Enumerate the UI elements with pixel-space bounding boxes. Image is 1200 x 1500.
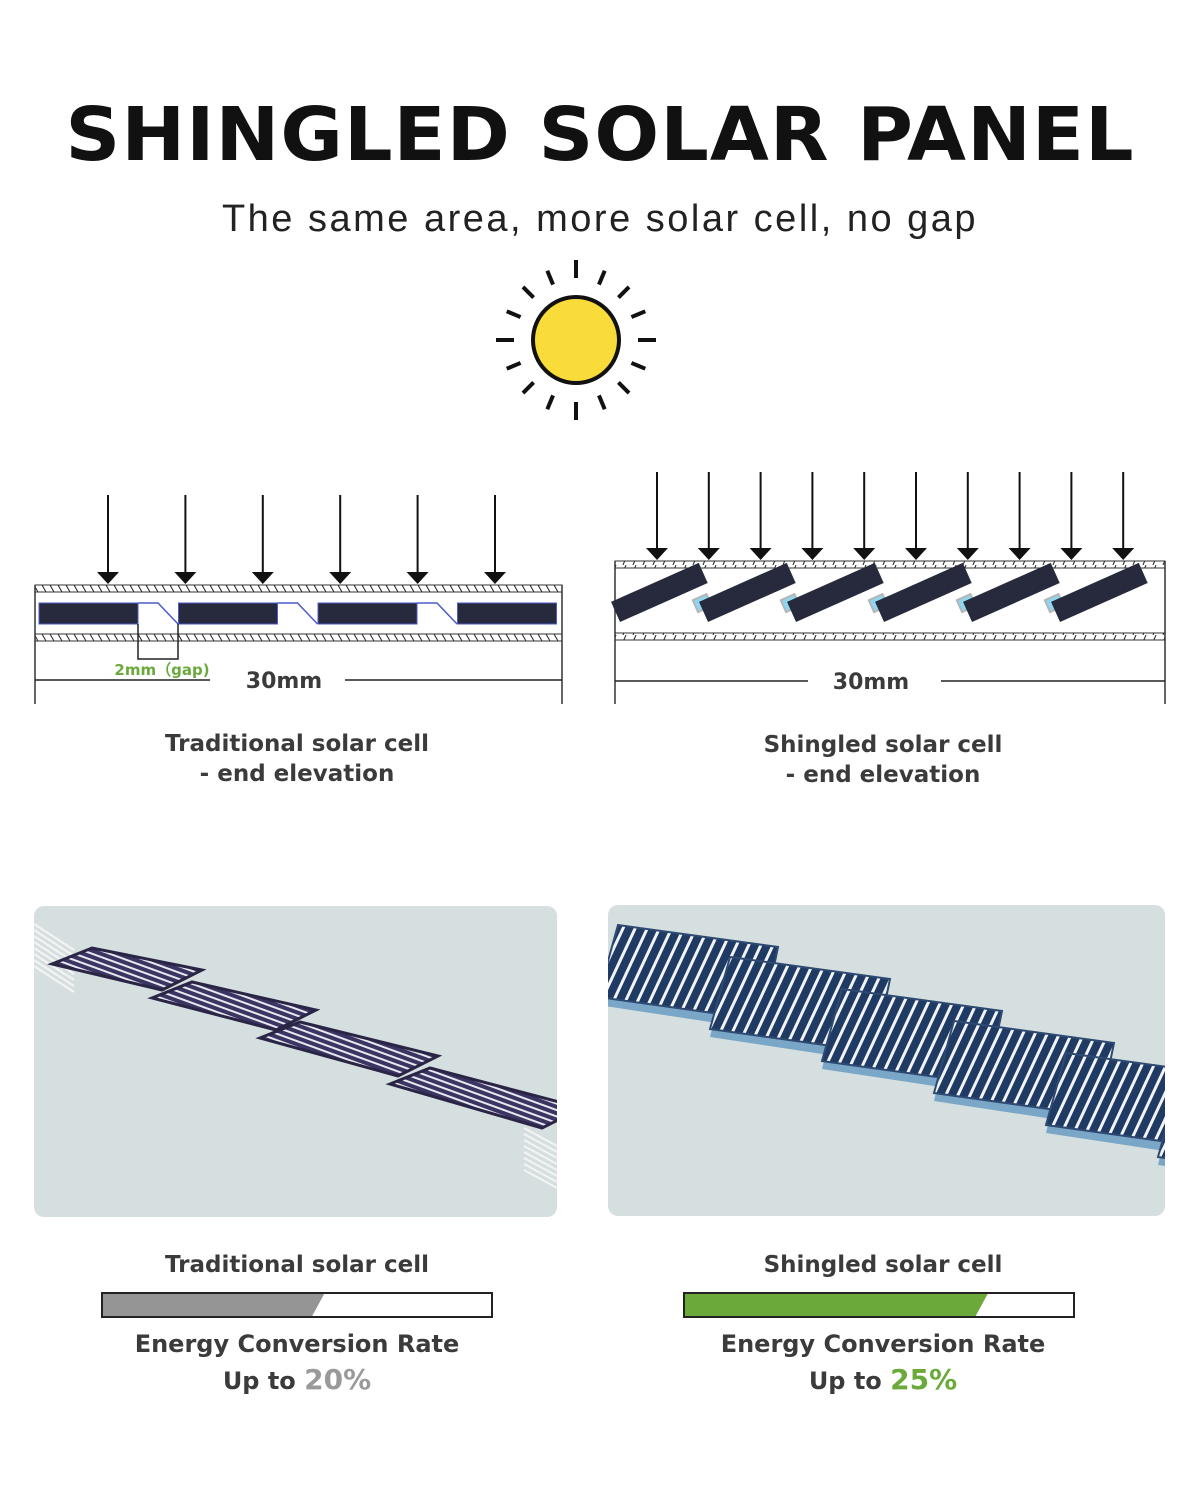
arrowhead-icon xyxy=(697,548,720,560)
shingled-rate: Energy Conversion Rate Up to 25% xyxy=(646,1326,1120,1399)
solar-cell xyxy=(178,602,278,625)
arrowhead-icon xyxy=(853,548,876,560)
ribbon-wire xyxy=(34,959,75,987)
glass-layer-bottom xyxy=(614,632,1166,641)
sun-ray xyxy=(521,285,535,299)
solar-cell xyxy=(317,602,418,625)
shingled-label: Shingled solar cell xyxy=(763,1252,1003,1278)
glass-layer-bottom xyxy=(34,633,563,642)
caption-line: Traditional solar cell xyxy=(164,731,430,757)
shingled-rate-fill xyxy=(685,1294,988,1316)
solar-cell xyxy=(611,562,708,622)
sun-ray xyxy=(597,269,607,286)
ribbon-wire xyxy=(523,1163,557,1183)
ribbon-wire xyxy=(34,953,75,981)
caption-line: - end elevation xyxy=(199,761,395,787)
arrowhead-icon xyxy=(905,548,927,560)
width-label: 30mm xyxy=(833,670,909,695)
ribbon-wire xyxy=(34,965,75,993)
ribbon-wire xyxy=(523,1151,557,1171)
solar-cell xyxy=(1051,562,1148,623)
rate-value: 25% xyxy=(890,1363,958,1396)
arrowhead-icon xyxy=(251,572,274,584)
shingled-cell-diagram: 30mm xyxy=(611,472,1166,704)
solar-cell xyxy=(457,602,557,625)
solar-cell xyxy=(963,562,1060,622)
solar-cell xyxy=(875,562,972,622)
rate-label: Energy Conversion Rate xyxy=(720,1330,1046,1358)
arrowhead-icon xyxy=(749,548,772,560)
traditional-rate: Energy Conversion Rate Up to 20% xyxy=(60,1326,534,1399)
traditional-cell-diagram: 2mm（gap) 30mm xyxy=(34,495,563,704)
page-subtitle: The same area, more solar cell, no gap xyxy=(221,198,979,240)
page-title: SHINGLED SOLAR PANEL xyxy=(65,92,1135,178)
gap-bracket xyxy=(137,624,179,660)
arrowhead-icon xyxy=(1008,548,1031,560)
sun-ray xyxy=(597,394,607,411)
traditional-cell-photo xyxy=(34,906,557,1217)
shingled-cell-slab xyxy=(1044,1051,1165,1150)
rate-label: Energy Conversion Rate xyxy=(134,1330,460,1358)
ribbon-wire xyxy=(523,1133,557,1153)
solar-cell xyxy=(699,562,796,622)
interconnect-ribbon xyxy=(277,602,319,625)
sun-icon xyxy=(496,260,656,420)
arrowhead-icon xyxy=(484,572,506,584)
caption-line: - end elevation xyxy=(785,762,981,788)
traditional-cell-slab xyxy=(147,980,321,1032)
ribbon-wire xyxy=(523,1139,557,1159)
ribbon-wire xyxy=(34,947,75,975)
arrowhead-icon xyxy=(801,548,824,560)
sun-ray xyxy=(505,361,522,371)
interconnect-ribbon xyxy=(417,602,458,625)
interconnect-ribbon xyxy=(138,602,179,625)
gap-label: 2mm（gap) xyxy=(114,661,209,679)
arrowhead-icon xyxy=(646,548,668,560)
ribbon-wire xyxy=(523,1157,557,1177)
traditional-cell-slab xyxy=(255,1020,443,1078)
arrowhead-icon xyxy=(956,548,979,560)
traditional-rate-fill xyxy=(103,1294,324,1316)
sun-ray xyxy=(617,285,631,299)
sun-ray xyxy=(630,309,647,319)
shingled-diagram-caption: Shingled solar cell - end elevation xyxy=(646,730,1120,790)
solar-cell xyxy=(38,602,139,625)
ribbon-wire xyxy=(523,1145,557,1165)
arrowhead-icon xyxy=(406,572,429,584)
traditional-diagram-caption: Traditional solar cell - end elevation xyxy=(60,729,534,789)
arrowhead-icon xyxy=(329,572,352,584)
sun-ray xyxy=(505,309,522,319)
sun-ray xyxy=(630,361,647,371)
traditional-cell-slab xyxy=(47,946,207,992)
traditional-rate-bar xyxy=(101,1292,493,1318)
traditional-cell-slab xyxy=(385,1066,557,1130)
arrowhead-icon xyxy=(1060,548,1083,560)
ribbon-wire xyxy=(34,923,75,951)
up-to-label: Up to xyxy=(808,1367,882,1395)
width-label: 30mm xyxy=(246,669,322,694)
arrowhead-icon xyxy=(174,572,197,584)
sun-ray xyxy=(545,394,555,411)
sun-ray xyxy=(521,381,535,395)
arrowhead-icon xyxy=(1112,548,1135,560)
caption-line: Shingled solar cell xyxy=(763,732,1003,758)
shingled-rate-bar xyxy=(683,1292,1075,1318)
up-to-label: Up to xyxy=(222,1367,296,1395)
arrowhead-icon xyxy=(97,572,119,584)
traditional-label: Traditional solar cell xyxy=(164,1252,430,1278)
shingled-cell-photo xyxy=(608,905,1165,1216)
ribbon-wire xyxy=(523,1127,557,1147)
sun-ray xyxy=(545,269,555,286)
ribbon-wire xyxy=(523,1169,557,1189)
ribbon-wire xyxy=(34,929,75,957)
sun-ray xyxy=(617,381,631,395)
solar-cell xyxy=(787,562,884,622)
glass-layer-top xyxy=(34,584,563,593)
rate-value: 20% xyxy=(304,1363,372,1396)
